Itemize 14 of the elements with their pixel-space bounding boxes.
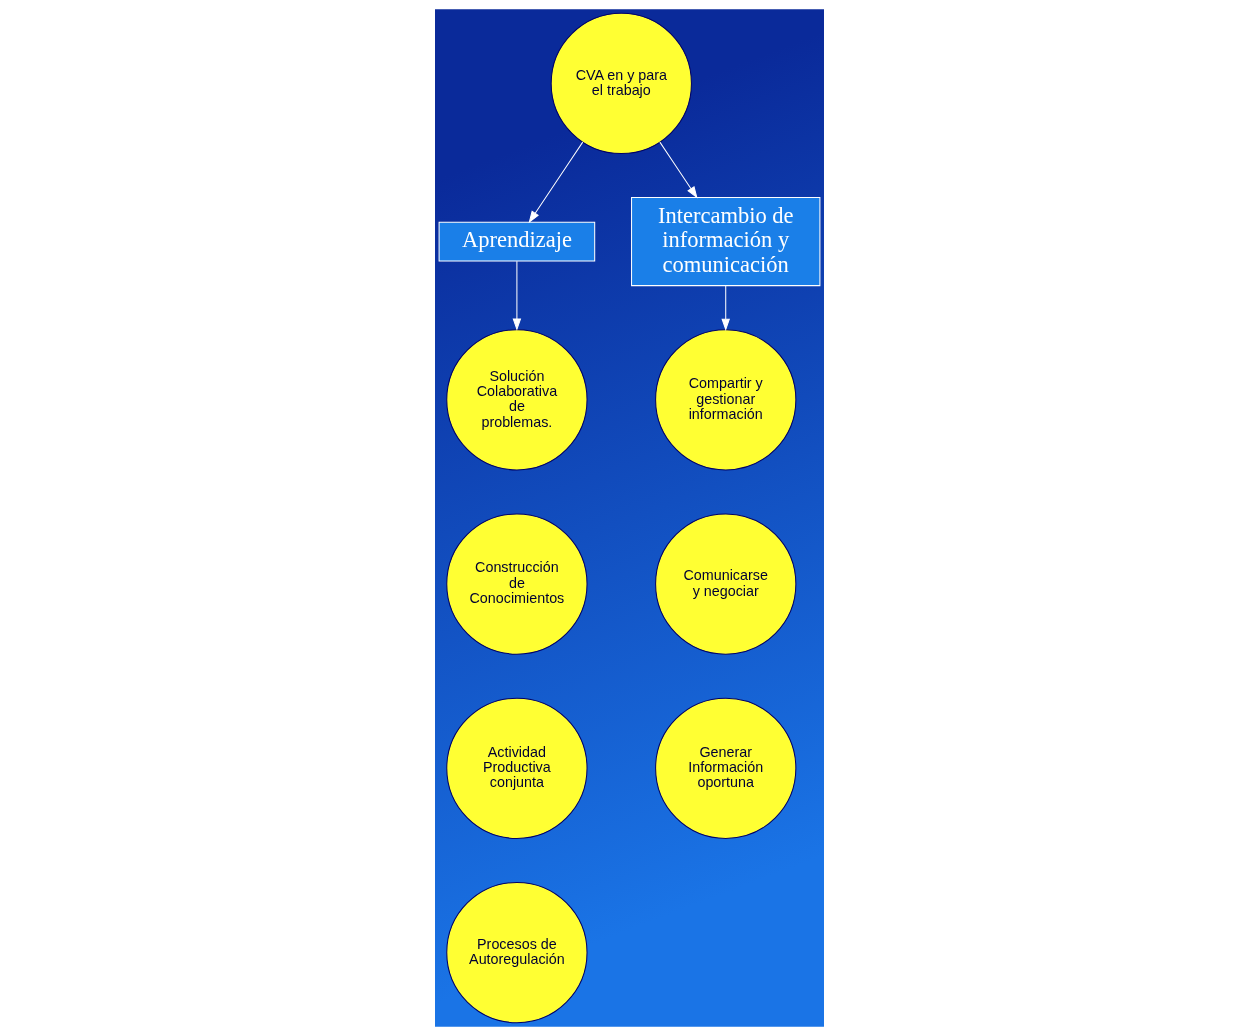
node-circle: Generar Información oportuna bbox=[655, 697, 797, 839]
arrow bbox=[528, 141, 584, 224]
arrow bbox=[512, 260, 522, 331]
node-circle: Procesos de Autoregulación bbox=[446, 881, 588, 1024]
node-circle: CVA en y para el trabajo bbox=[550, 12, 692, 155]
node-circle: Construcción de Conocimientos bbox=[446, 513, 588, 655]
node-circle: Compartir y gestionar información bbox=[655, 329, 797, 471]
node-circle: Solución Colaborativa de problemas. bbox=[446, 329, 588, 471]
arrow bbox=[659, 141, 698, 199]
node-circle: Actividad Productiva conjunta bbox=[446, 697, 588, 839]
arrow bbox=[721, 285, 731, 331]
node-box: Aprendizaje bbox=[438, 221, 596, 262]
node-box: Intercambio de información y comunicación bbox=[631, 197, 821, 287]
node-circle: Comunicarse y negociar bbox=[655, 513, 797, 655]
